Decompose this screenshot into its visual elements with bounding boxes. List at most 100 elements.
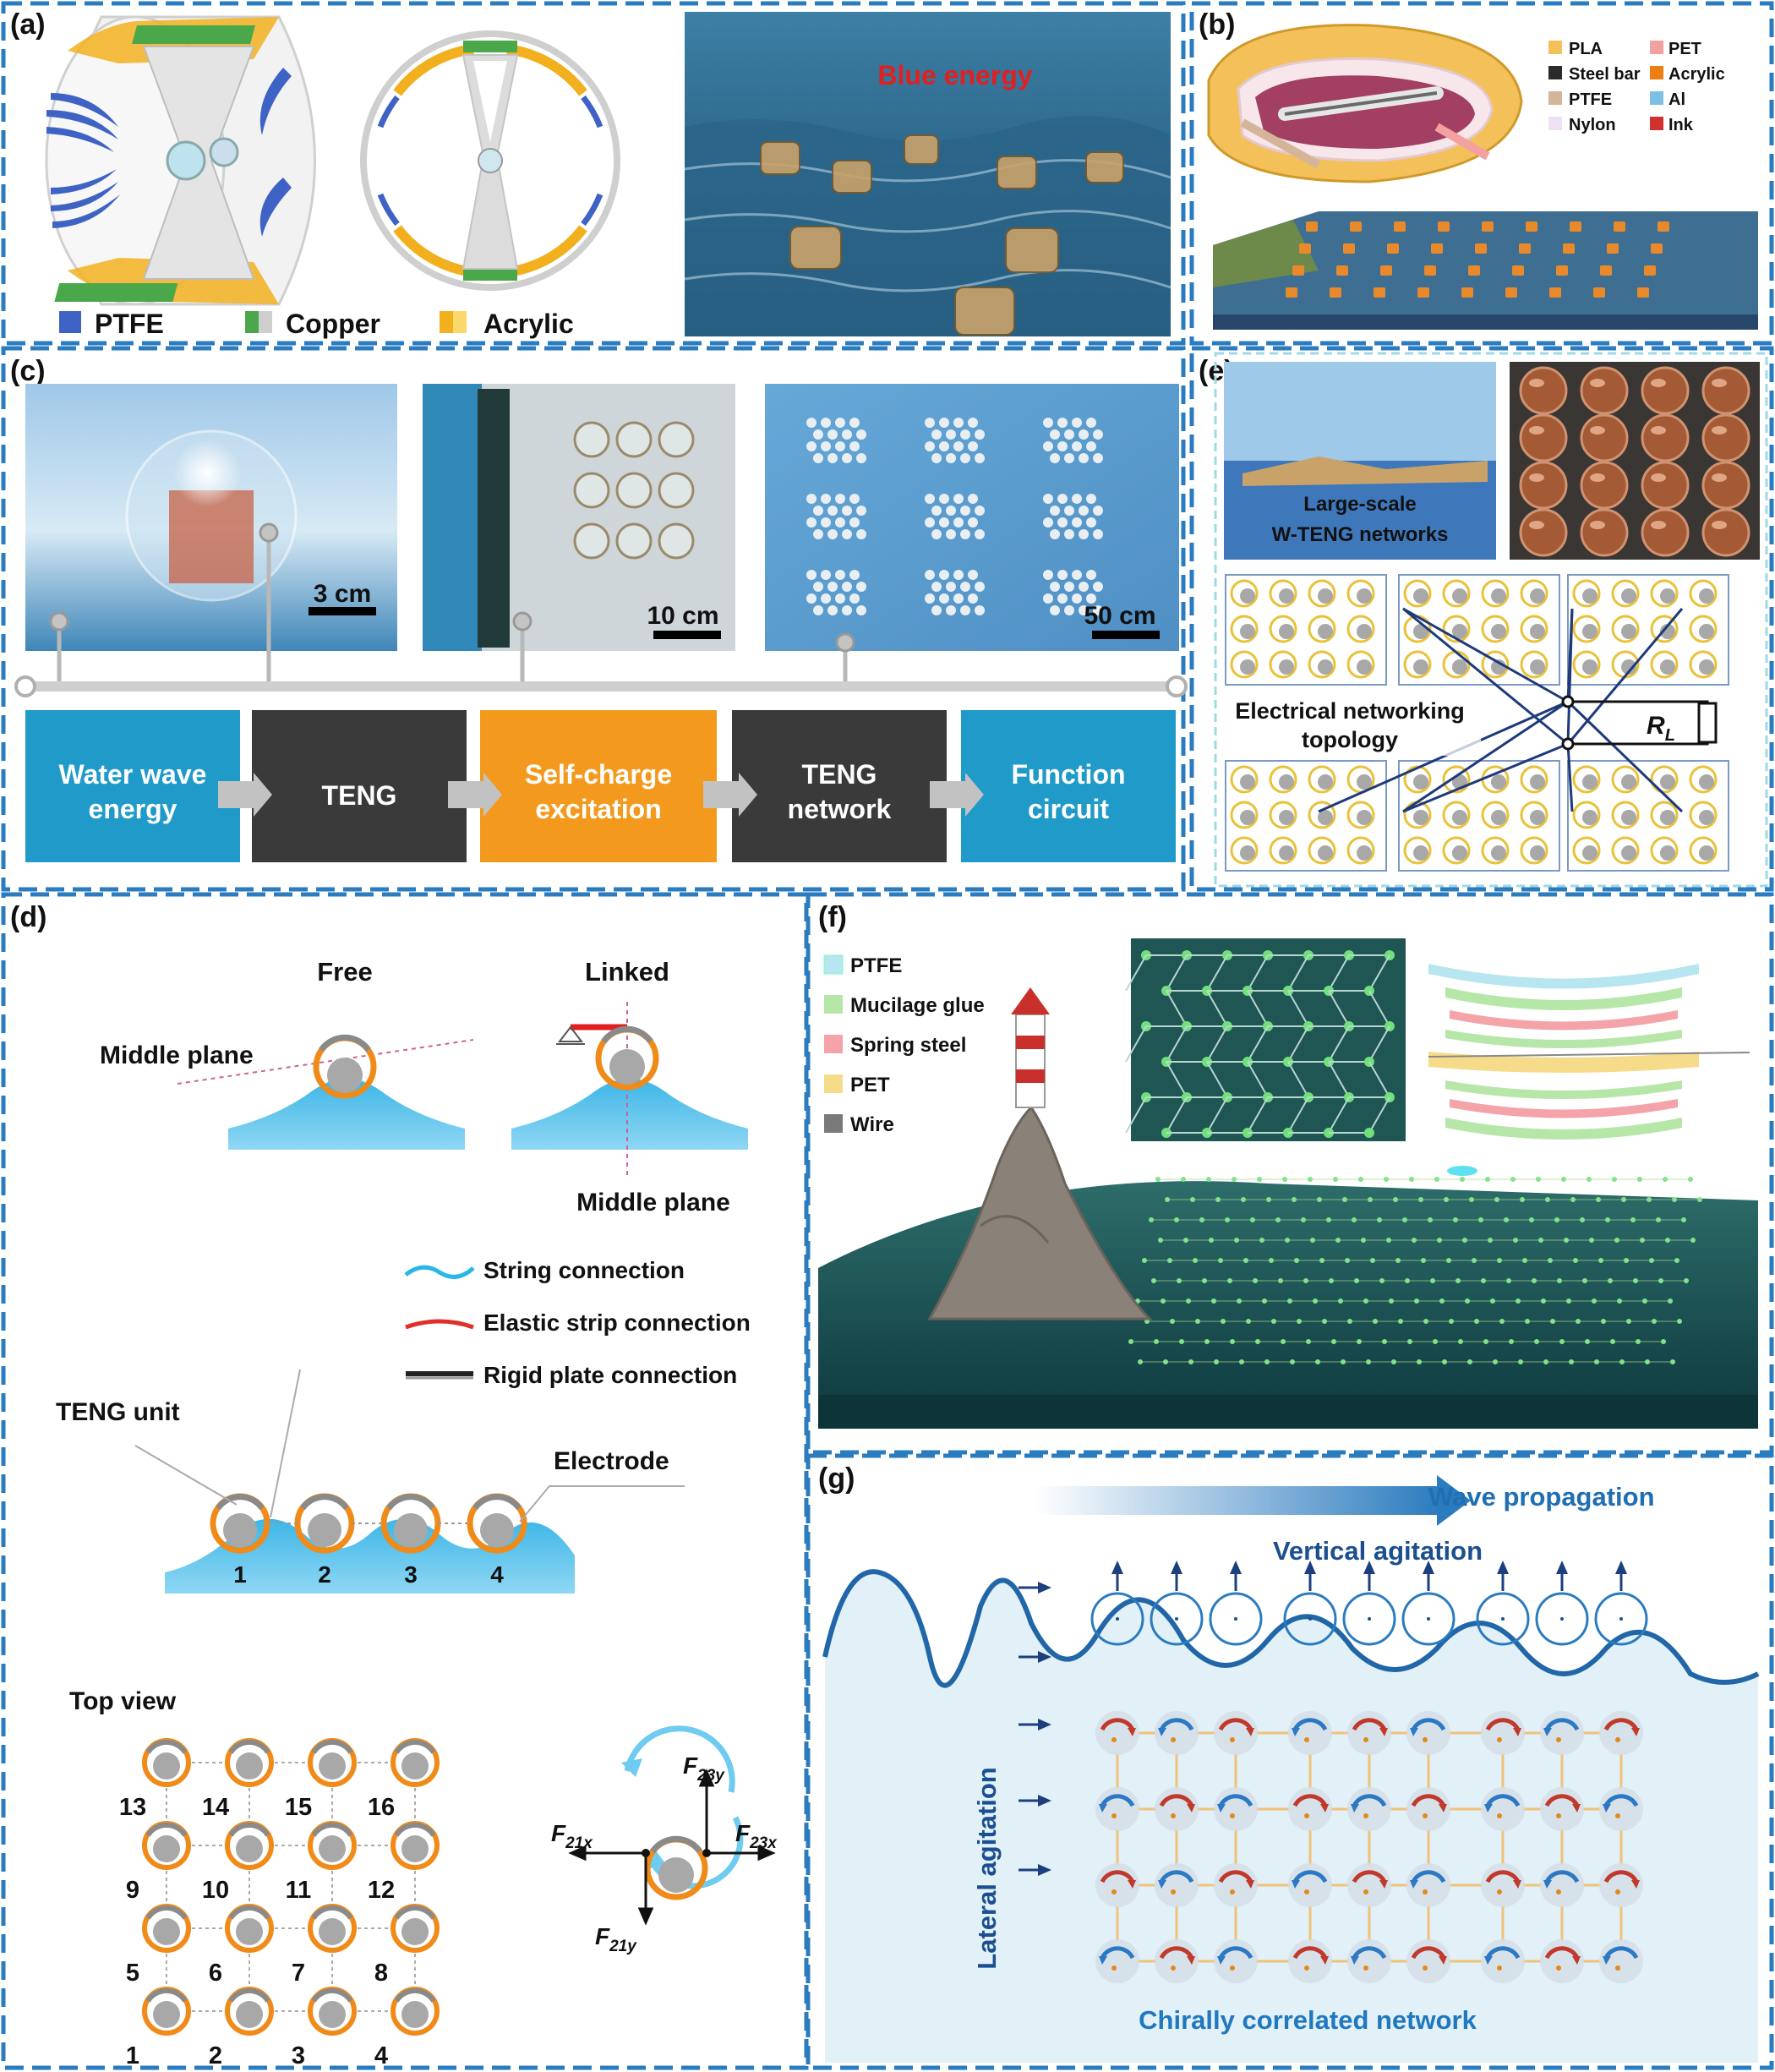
- topology-unit-ring: [1611, 801, 1640, 829]
- hex-lattice: [1125, 950, 1395, 1138]
- topology-unit-core: [1240, 845, 1255, 861]
- array-unit: [1461, 287, 1473, 298]
- pool-unit: [946, 429, 956, 440]
- topology-unit-ring: [1442, 836, 1471, 865]
- unit-pivot: [1230, 1813, 1235, 1818]
- hex-edge: [1368, 990, 1390, 1027]
- topology-unit-core: [1582, 774, 1598, 790]
- network-node: [1674, 1258, 1679, 1263]
- rotation-arrowhead: [1292, 1728, 1300, 1736]
- scale-bar-10cm: [653, 631, 721, 639]
- ptfe-swatch: [823, 954, 844, 975]
- clockwise-rotation: [1485, 1718, 1521, 1731]
- array-unit: [1614, 221, 1625, 232]
- topology-unit-core: [1582, 810, 1598, 825]
- pool-unit: [1043, 441, 1053, 451]
- legend-ink: Ink: [1668, 116, 1694, 134]
- pool-unit: [960, 453, 970, 463]
- panel-label-g: (g): [818, 1462, 855, 1495]
- pool-unit: [953, 593, 964, 604]
- panel-b-legend: PLA Steel bar PTFE Nylon PET Acrylic Al …: [1548, 40, 1725, 134]
- pool-unit: [1050, 529, 1060, 539]
- topology-unit-core: [1621, 810, 1636, 825]
- pool-unit: [1086, 494, 1096, 504]
- copper-sphere: [1580, 508, 1629, 557]
- rotation-arrowhead: [1351, 1956, 1359, 1965]
- topology-unit-ring: [1269, 615, 1297, 643]
- sphere-highlight: [1529, 379, 1544, 387]
- pool-unit: [1050, 506, 1060, 516]
- topology-unit-core: [1318, 810, 1333, 825]
- topology-unit-core: [1357, 810, 1372, 825]
- load-resistor: [1697, 702, 1718, 744]
- rotation-arrowhead: [1217, 1956, 1226, 1965]
- topology-unit-ring: [1481, 615, 1510, 643]
- grid-unit-electrode: [311, 1905, 353, 1920]
- legend-nylon: Nylon: [1569, 116, 1616, 134]
- pool-unit: [939, 593, 949, 604]
- hex-edge: [1287, 1096, 1309, 1134]
- grid-unit-electrode: [311, 1987, 353, 2003]
- topology-label-backdrop: [1219, 692, 1481, 756]
- pool-unit: [806, 517, 816, 528]
- pool-unit: [835, 593, 845, 604]
- pool-unit: [813, 506, 823, 516]
- label-middle-plane-free: Middle plane: [100, 1041, 254, 1069]
- array-unit: [1644, 265, 1656, 276]
- sphere-highlight: [1529, 426, 1544, 435]
- blue-energy-title: Blue energy: [877, 60, 1032, 90]
- sphere-highlight: [1712, 426, 1727, 435]
- array-unit: [1482, 221, 1494, 232]
- unit-pivot: [1111, 1889, 1117, 1894]
- topology-unit-ring: [1520, 836, 1548, 865]
- pool-unit: [1043, 418, 1053, 428]
- copper-sphere: [1580, 366, 1629, 415]
- topology-unit-core: [1413, 588, 1428, 604]
- clockwise-rotation: [1292, 1946, 1328, 1960]
- pool-unit: [827, 429, 838, 440]
- pool-unit: [813, 429, 823, 440]
- pool-unit: [813, 453, 823, 463]
- pool-unit: [968, 570, 978, 580]
- pool-unit: [939, 418, 949, 428]
- pool-unit: [842, 605, 852, 615]
- acrylic-swatch-dark: [440, 311, 453, 333]
- topology-unit-core: [1530, 810, 1545, 825]
- topology-unit-core: [1660, 659, 1675, 675]
- rotation-arrowhead: [1631, 1880, 1640, 1889]
- hex-edge: [1287, 990, 1309, 1027]
- sphere-highlight: [1712, 473, 1727, 482]
- mucilage-glue-swatch: [824, 995, 843, 1014]
- topology-unit-core: [1318, 659, 1333, 675]
- pool-unit: [849, 570, 860, 580]
- pool-unit: [946, 453, 956, 463]
- array-unit: [1556, 265, 1568, 276]
- pool-unit: [1043, 570, 1053, 580]
- lateral-agitation-arrowhead: [1038, 1864, 1051, 1876]
- pool-unit: [1072, 418, 1082, 428]
- topology-unit-core: [1452, 624, 1467, 639]
- grid-number-label: 6: [209, 1960, 222, 1987]
- surface-unit: [1150, 1592, 1204, 1646]
- topology-unit-ring: [1481, 650, 1510, 679]
- grid-unit-electrode: [228, 1987, 270, 2003]
- pool-unit: [842, 529, 852, 539]
- panel-a: (a): [10, 8, 1172, 339]
- topology-unit-core: [1240, 810, 1255, 825]
- label-electrode: Electrode: [554, 1447, 669, 1475]
- topology-unit-ring: [1689, 579, 1718, 608]
- array-unit: [1519, 243, 1531, 254]
- pool-unit: [1093, 506, 1103, 516]
- unit-pivot: [1304, 1889, 1309, 1894]
- steel-bar-swatch: [1548, 66, 1562, 79]
- topology-unit-core: [1491, 810, 1506, 825]
- counterclockwise-rotation: [1292, 1870, 1328, 1883]
- grid-unit-core: [401, 1752, 429, 1780]
- topology-unit-ring: [1403, 579, 1432, 608]
- label-linked: Linked: [585, 957, 669, 987]
- surface-unit-row: [1090, 1561, 1648, 1646]
- teng-network-clusters: [806, 418, 1103, 615]
- counterclockwise-rotation: [1218, 1794, 1253, 1807]
- pool-unit: [842, 506, 852, 516]
- array-unit: [1468, 265, 1480, 276]
